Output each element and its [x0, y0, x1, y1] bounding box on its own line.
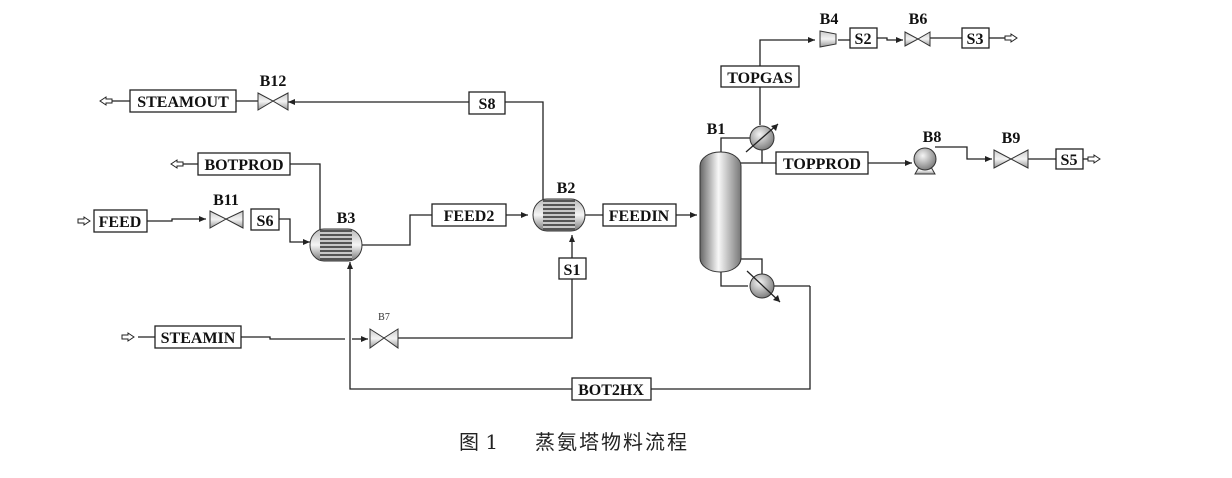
block-b7-valve[interactable]: B7: [369, 312, 399, 349]
block-label: B11: [213, 192, 239, 209]
stream-s6[interactable]: S6: [250, 208, 280, 231]
valve-icon: [369, 328, 399, 349]
block-b1-column[interactable]: B1: [699, 121, 781, 303]
condenser-icon: [745, 123, 779, 153]
outlet-arrow-icon: [1087, 154, 1101, 164]
stream-steamin[interactable]: STEAMIN: [154, 325, 242, 349]
block-b11-valve[interactable]: B11: [209, 192, 244, 229]
stream-label: FEED: [99, 214, 142, 231]
block-b3-heat-exchanger[interactable]: B3: [309, 210, 363, 262]
stream-line-feed: [147, 216, 206, 222]
stream-label: TOPPROD: [783, 156, 861, 173]
stream-line-bot2hx-b3: [347, 262, 572, 390]
stream-label: S3: [967, 31, 984, 48]
stream-label: STEAMOUT: [137, 94, 229, 111]
inlet-arrow-icon: [77, 216, 91, 226]
block-label: B4: [820, 11, 839, 28]
stream-label: BOTPROD: [204, 157, 283, 174]
block-label: B7: [378, 312, 390, 323]
stream-line-steamin-b7: [241, 336, 345, 340]
stream-s2[interactable]: S2: [849, 27, 878, 49]
outlet-arrow-icon: [1004, 33, 1018, 43]
valve-icon: [209, 210, 244, 229]
stream-s1[interactable]: S1: [558, 257, 587, 280]
stream-feed2[interactable]: FEED2: [431, 203, 507, 227]
block-b8-pump[interactable]: B8: [913, 129, 942, 175]
stream-s5[interactable]: S5: [1055, 148, 1084, 170]
block-b9-valve[interactable]: B9: [993, 130, 1029, 169]
stream-topgas[interactable]: TOPGAS: [720, 65, 800, 88]
reboiler-icon: [746, 270, 781, 303]
stream-label: S6: [257, 213, 274, 230]
outlet-arrow-icon: [99, 96, 113, 106]
valve-icon: [993, 149, 1029, 169]
block-b6-valve[interactable]: B6: [904, 11, 931, 47]
stream-bot2hx[interactable]: BOT2HX: [571, 377, 652, 401]
stream-line-s2-b6: [877, 37, 903, 43]
block-b12-valve[interactable]: B12: [257, 73, 289, 111]
block-label: B9: [1002, 130, 1021, 147]
block-b4-compressor[interactable]: B4: [819, 11, 839, 48]
pump-icon: [913, 147, 937, 175]
column-bottom-line: [741, 258, 763, 277]
column-reflux-line: [740, 149, 763, 164]
stream-label: TOPGAS: [727, 70, 793, 87]
stream-s3[interactable]: S3: [961, 27, 990, 49]
stream-line-feed2: [362, 214, 432, 246]
stream-label: FEEDIN: [609, 208, 670, 225]
stream-feed[interactable]: FEED: [93, 209, 148, 233]
stream-label: FEED2: [444, 208, 495, 225]
figure-title: 蒸氨塔物料流程: [535, 430, 689, 454]
block-label: B8: [923, 129, 942, 146]
block-label: B3: [337, 210, 356, 227]
block-b2-heat-exchanger[interactable]: B2: [532, 180, 586, 232]
stream-line-botprod-b3: [290, 163, 321, 230]
stream-line-topgas-b4: [759, 37, 815, 66]
stream-botprod[interactable]: BOTPROD: [197, 152, 291, 176]
stream-line-b8-b9: [935, 146, 992, 162]
stream-topprod[interactable]: TOPPROD: [775, 151, 869, 175]
figure-caption: 图 1 蒸氨塔物料流程: [459, 430, 689, 454]
column-bottom-out-line: [720, 272, 748, 287]
block-label: B6: [909, 11, 928, 28]
outlet-arrow-icon: [170, 159, 184, 169]
block-label: B12: [260, 73, 287, 90]
stream-line-s8: [288, 99, 544, 200]
distillation-column-icon: [699, 151, 742, 273]
stream-line-s1-b7: [398, 279, 573, 339]
stream-label: STEAMIN: [161, 330, 236, 347]
valve-icon: [257, 92, 289, 111]
heat-exchanger-icon: [532, 198, 586, 232]
stream-label: S1: [564, 262, 581, 279]
stream-label: S5: [1061, 152, 1078, 169]
column-top-line: [720, 137, 750, 152]
stream-label: S2: [855, 31, 872, 48]
compressor-icon: [819, 30, 837, 48]
stream-line-s6: [278, 218, 310, 245]
block-label: B1: [707, 121, 726, 138]
stream-steamout[interactable]: STEAMOUT: [129, 89, 237, 113]
inlet-arrow-icon: [121, 332, 135, 342]
valve-icon: [904, 31, 931, 47]
figure-number: 图 1: [459, 430, 498, 454]
block-label: B2: [557, 180, 576, 197]
stream-label: BOT2HX: [578, 382, 644, 399]
stream-feedin[interactable]: FEEDIN: [602, 203, 677, 227]
heat-exchanger-icon: [309, 228, 363, 262]
stream-label: S8: [479, 96, 496, 113]
stream-line-bot2hx: [651, 286, 811, 390]
stream-s8[interactable]: S8: [468, 91, 506, 115]
